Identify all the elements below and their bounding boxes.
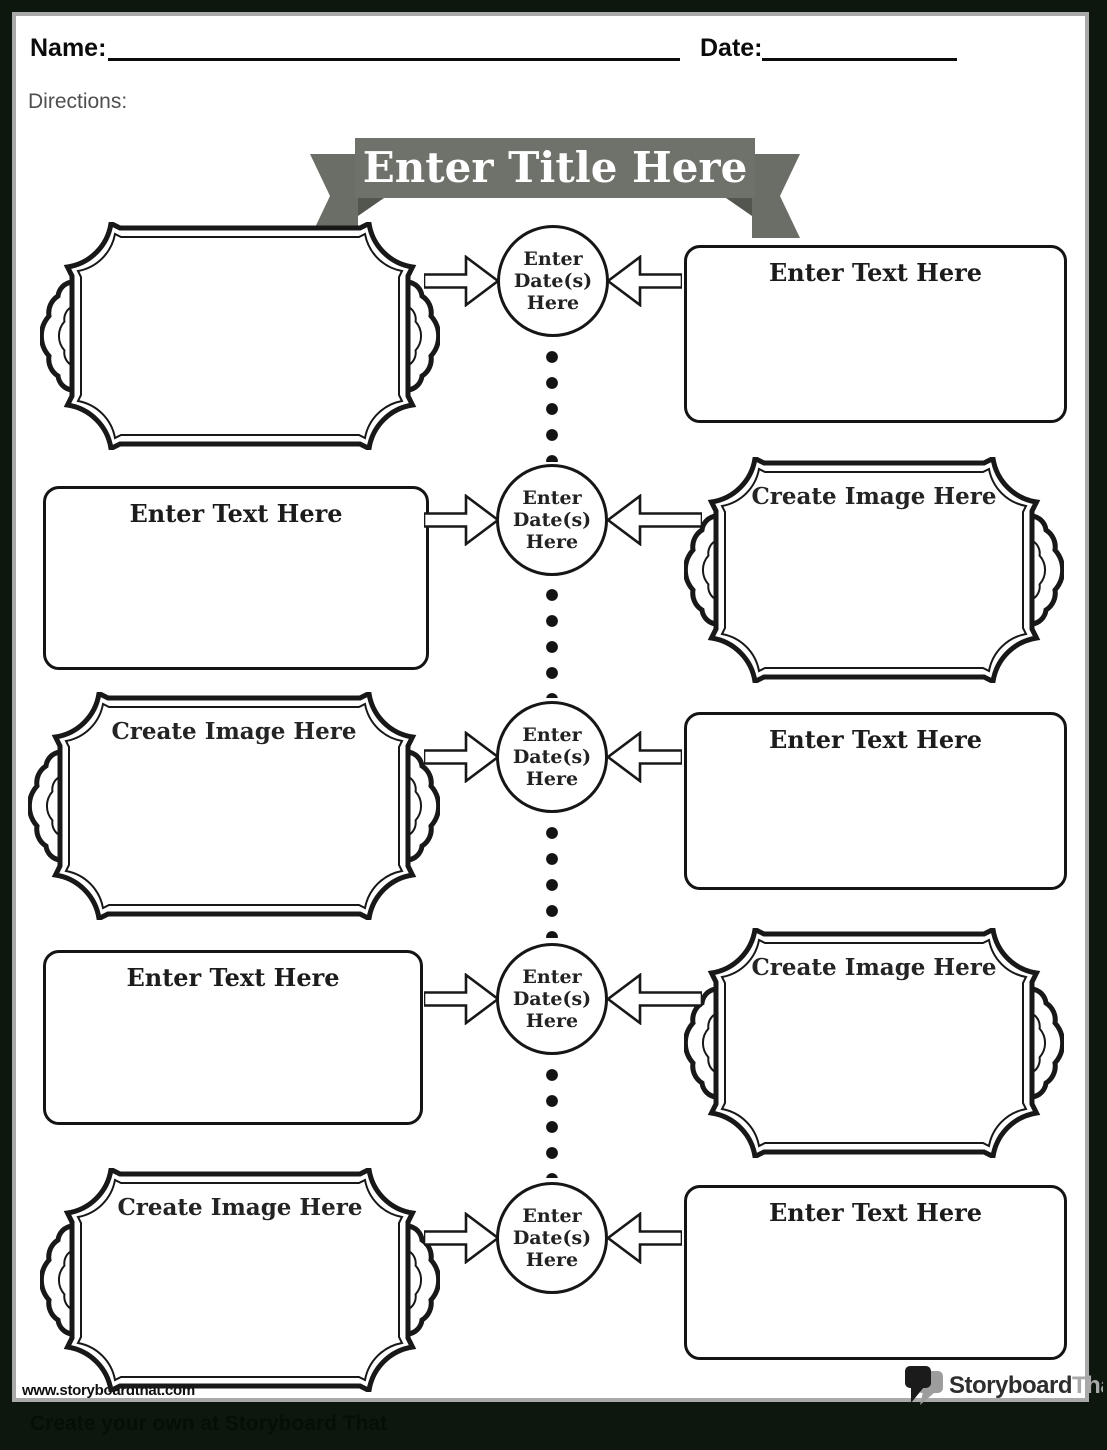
timeline-dots — [545, 1062, 559, 1178]
date-circle-line: Enter — [522, 723, 582, 746]
frame-label[interactable]: Create Image Here — [111, 718, 357, 745]
timeline-dots — [545, 820, 559, 938]
timeline-dots — [545, 582, 559, 698]
name-label: Name: — [30, 34, 107, 62]
arrow-right-icon — [422, 254, 501, 308]
text-box-label[interactable]: Enter Text Here — [129, 499, 343, 528]
date-circle-line: Date(s) — [512, 508, 592, 531]
image-frame[interactable]: Create Image Here — [684, 928, 1064, 1158]
frame-label[interactable]: Create Image Here — [117, 1194, 363, 1221]
date-circle-line: Enter — [523, 247, 583, 270]
timeline-dots — [545, 344, 559, 462]
text-box[interactable]: Enter Text Here — [684, 1185, 1067, 1360]
image-frame[interactable] — [40, 222, 440, 450]
arrow-left-icon — [605, 254, 684, 308]
name-input-line[interactable] — [108, 58, 680, 61]
image-frame[interactable]: Create Image Here — [684, 457, 1064, 683]
date-circle-line: Here — [525, 1249, 579, 1272]
date-circle-line: Date(s) — [513, 269, 593, 292]
date-circle-line: Date(s) — [512, 987, 592, 1010]
date-input-line[interactable] — [762, 58, 957, 61]
directions-label: Directions: — [28, 90, 128, 113]
text-box[interactable]: Enter Text Here — [684, 245, 1067, 423]
date-circle-line: Enter — [522, 486, 582, 509]
ribbon-band — [355, 138, 755, 198]
logo-text-primary: Storyboard — [949, 1372, 1072, 1399]
date-circle-line: Here — [525, 768, 579, 791]
date-circle-line: Here — [526, 292, 580, 315]
text-box[interactable]: Enter Text Here — [684, 712, 1067, 890]
date-circle-line: Here — [525, 1010, 579, 1033]
text-box-label[interactable]: Enter Text Here — [768, 1198, 983, 1227]
arrow-right-icon — [422, 493, 501, 547]
ribbon-fold-right — [726, 198, 752, 216]
image-frame[interactable]: Create Image Here — [40, 1168, 440, 1392]
ribbon-tail-right — [752, 154, 800, 238]
date-circle-line: Here — [525, 531, 579, 554]
date-circle[interactable]: Enter Date(s) Here — [496, 464, 608, 576]
date-circle-line: Enter — [522, 1204, 582, 1227]
title-ribbon: Enter Title Here — [310, 138, 800, 238]
arrow-right-icon — [422, 730, 501, 784]
arrow-right-icon — [422, 1211, 501, 1265]
arrow-left-icon — [605, 493, 704, 547]
text-box[interactable]: Enter Text Here — [43, 950, 423, 1125]
frame-label[interactable]: Create Image Here — [751, 483, 997, 510]
date-circle-line: Enter — [522, 965, 582, 988]
frame-label[interactable]: Create Image Here — [751, 954, 997, 981]
arrow-left-icon — [605, 730, 684, 784]
text-box-label[interactable]: Enter Text Here — [768, 258, 983, 287]
date-circle-line: Date(s) — [512, 745, 592, 768]
date-circle[interactable]: Enter Date(s) Here — [496, 943, 608, 1055]
arrow-left-icon — [605, 972, 704, 1026]
date-circle-line: Date(s) — [512, 1226, 592, 1249]
ribbon-tail-left — [310, 154, 358, 238]
date-circle[interactable]: Enter Date(s) Here — [497, 225, 609, 337]
arrow-left-icon — [605, 1211, 684, 1265]
image-frame[interactable]: Create Image Here — [28, 692, 440, 920]
footer-tagline: Create your own at Storyboard That — [30, 1412, 388, 1435]
speech-bubbles-icon — [905, 1366, 943, 1405]
worksheet-title[interactable]: Enter Title Here — [363, 143, 748, 192]
date-label: Date: — [700, 34, 763, 62]
date-circle[interactable]: Enter Date(s) Here — [496, 701, 608, 813]
text-box-label[interactable]: Enter Text Here — [126, 963, 340, 992]
arrow-right-icon — [422, 972, 501, 1026]
text-box[interactable]: Enter Text Here — [43, 486, 429, 670]
ribbon-fold-left — [358, 198, 384, 216]
date-circle[interactable]: Enter Date(s) Here — [496, 1182, 608, 1294]
logo-text-secondary: That — [1072, 1372, 1103, 1399]
text-box-label[interactable]: Enter Text Here — [768, 725, 983, 754]
